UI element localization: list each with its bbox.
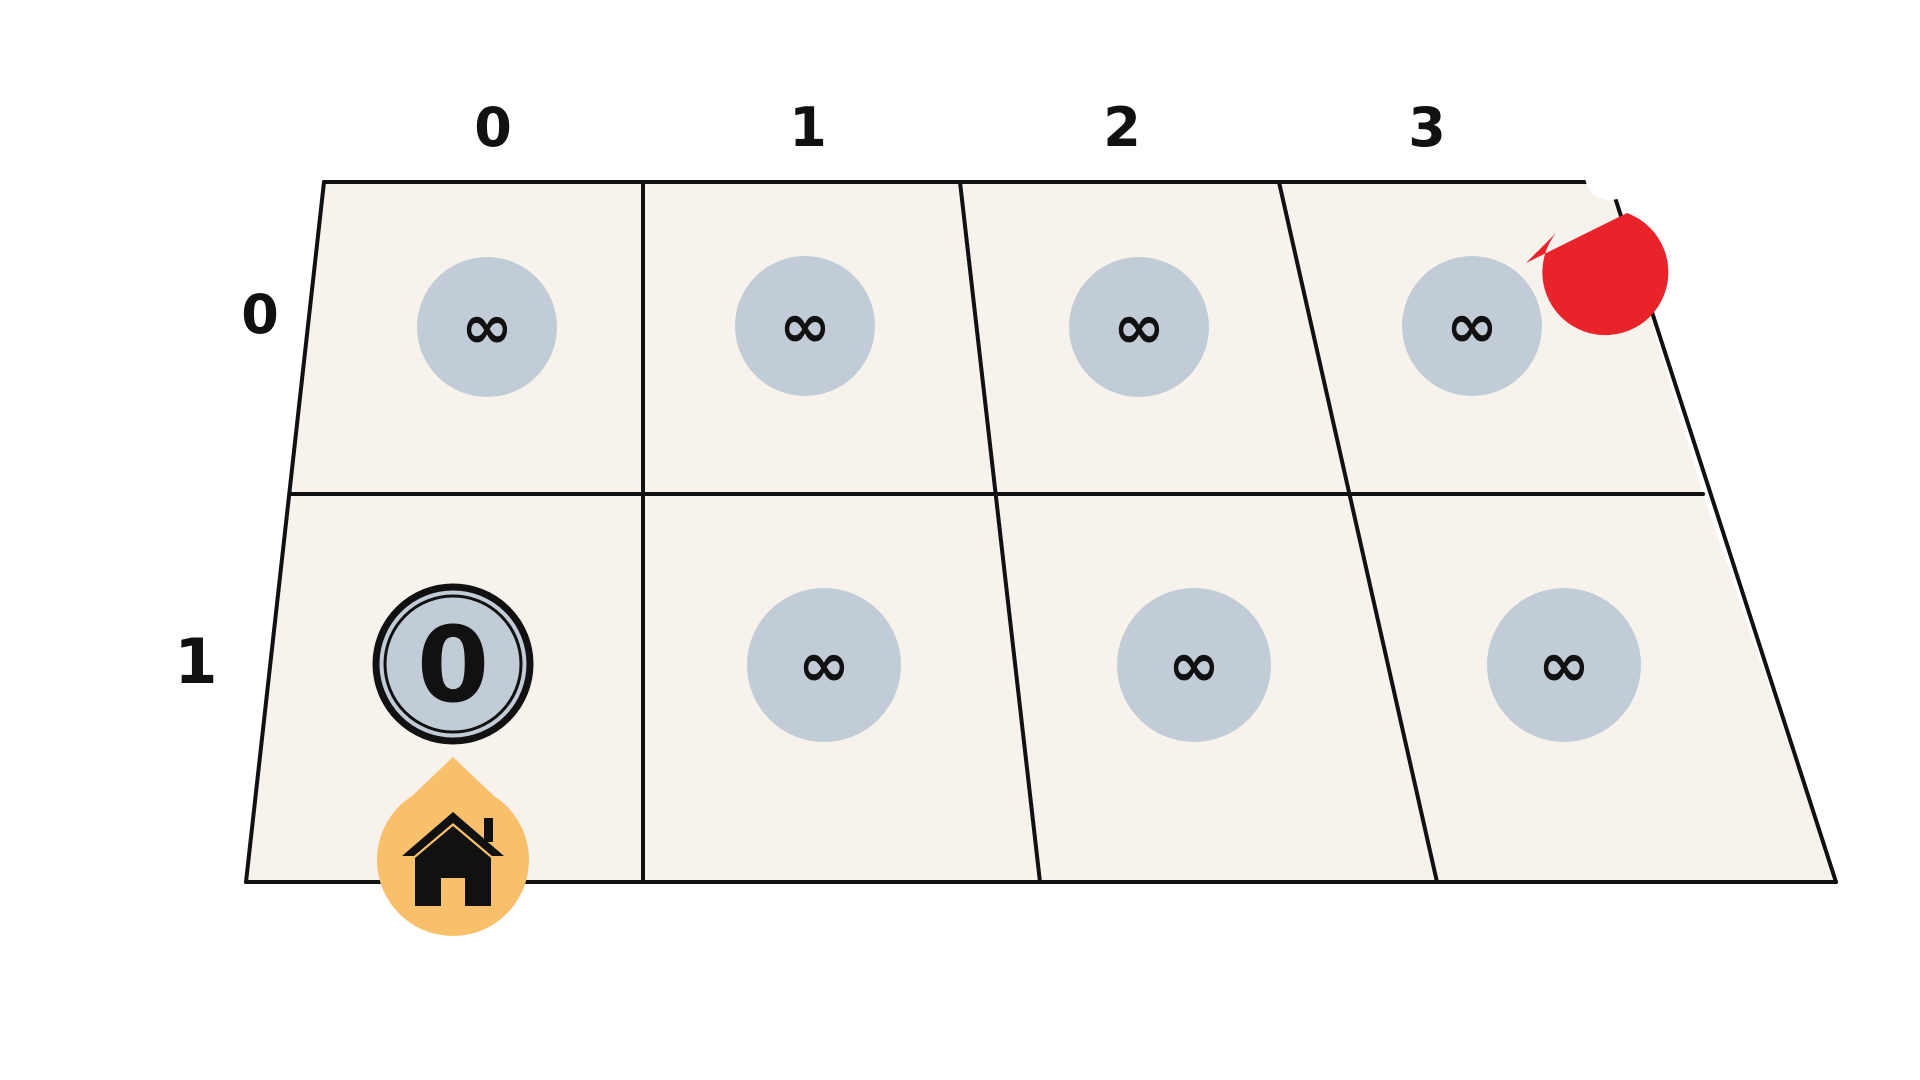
cell-1-0: 0 <box>372 583 534 745</box>
cell-0-0: ∞ <box>417 257 557 397</box>
distance-value: ∞ <box>1446 289 1498 362</box>
row-labels: 0 1 <box>174 283 278 698</box>
grid-line-left <box>244 180 326 884</box>
distance-circle <box>735 256 875 396</box>
distance-value: 0 <box>417 604 489 726</box>
distance-circle <box>1069 257 1209 397</box>
map-pin-hole <box>1585 150 1635 200</box>
distance-circle <box>417 257 557 397</box>
cell-1-1: ∞ <box>747 588 901 742</box>
distance-value: ∞ <box>1538 628 1590 701</box>
distance-value: ∞ <box>1113 290 1165 363</box>
column-labels: 0 1 2 3 <box>474 96 1446 159</box>
distance-circle <box>747 588 901 742</box>
cell-0-2: ∞ <box>1069 257 1209 397</box>
distance-value: ∞ <box>798 628 850 701</box>
row-label: 1 <box>174 625 217 698</box>
cell-0-1: ∞ <box>735 256 875 396</box>
goal-pin <box>1526 150 1669 336</box>
distance-value: ∞ <box>461 290 513 363</box>
distance-value: ∞ <box>1168 628 1220 701</box>
map-pin-icon <box>1526 213 1669 336</box>
distance-nodes: ∞ ∞ ∞ ∞ 0 ∞ <box>372 256 1641 745</box>
cell-1-3: ∞ <box>1487 588 1641 742</box>
distance-circle-start-ring <box>383 594 523 734</box>
cell-0-3: ∞ <box>1402 256 1542 396</box>
home-marker <box>377 757 529 936</box>
distance-circle <box>1487 588 1641 742</box>
distance-value: ∞ <box>779 289 831 362</box>
row-label: 0 <box>241 283 279 346</box>
distance-circle-start <box>372 583 534 745</box>
column-label: 3 <box>1408 96 1446 159</box>
cell-1-2: ∞ <box>1117 588 1271 742</box>
distance-circle <box>1402 256 1542 396</box>
column-label: 2 <box>1103 96 1141 159</box>
home-icon <box>402 812 504 906</box>
column-label: 0 <box>474 96 512 159</box>
column-label: 1 <box>789 96 827 159</box>
distance-circle <box>1117 588 1271 742</box>
grid-line-col-2 <box>958 180 1042 884</box>
grid-line-col-3 <box>1277 180 1439 884</box>
